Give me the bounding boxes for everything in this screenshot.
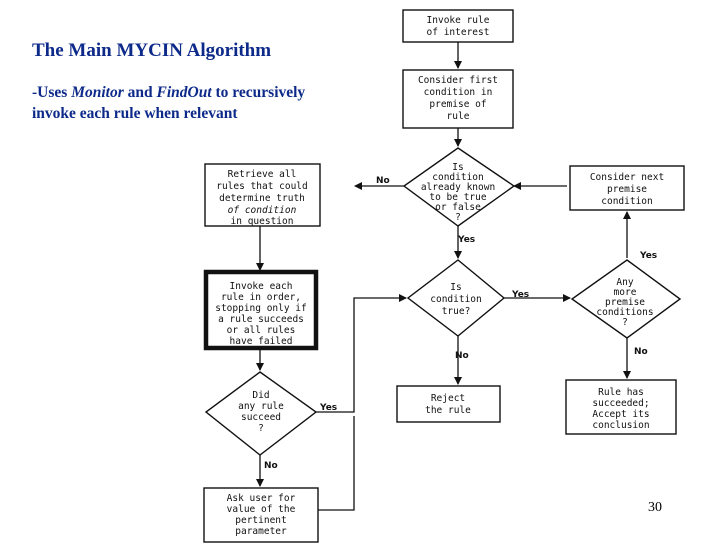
subtitle-monitor: Monitor <box>71 84 124 101</box>
node-ask-user-for-value: Ask user for value of the pertinent para… <box>203 487 319 543</box>
node-invoke-each-rule: Invoke each rule in order, stopping only… <box>203 269 319 351</box>
consider-first-line-4: rule <box>447 111 470 122</box>
invoke-rule-line-1: Invoke rule <box>427 15 490 26</box>
succeeded-line-1: Rule has <box>598 387 644 398</box>
label-yes-more: Yes <box>639 251 657 261</box>
invoke-each-line-3: stopping only if <box>215 303 307 314</box>
label-no-known: No <box>376 176 390 186</box>
label-yes-true: Yes <box>511 290 529 300</box>
label-yes-did: Yes <box>319 403 337 413</box>
decision-any-more-conditions: Any more premise conditions ? <box>570 259 682 339</box>
subtitle-rest: to recursively invoke each rule when rel… <box>32 84 306 122</box>
retrieve-line-2: rules that could <box>216 181 308 192</box>
ask-user-line-2: value of the <box>227 504 296 515</box>
page-number: 30 <box>648 500 662 515</box>
retrieve-line-5: in question <box>231 216 294 227</box>
node-invoke-rule-of-interest: Invoke rule of interest <box>402 9 514 43</box>
connectors <box>256 42 631 511</box>
already-known-line-3: already known <box>421 182 495 193</box>
did-succeed-line-3: succeed <box>241 412 281 423</box>
consider-next-line-1: Consider next <box>590 172 664 183</box>
already-known-line-5: or false <box>435 202 481 213</box>
succeeded-line-2: succeeded; <box>592 398 649 409</box>
any-more-line-2: more <box>614 287 637 298</box>
subtitle-findout: FindOut <box>156 84 212 101</box>
succeeded-line-3: Accept its <box>592 409 649 420</box>
reject-line-2: the rule <box>425 405 471 416</box>
label-no-true: No <box>455 351 469 361</box>
ask-user-line-3: pertinent <box>235 515 286 526</box>
node-retrieve-all-rules: Retrieve all rules that could determine … <box>204 163 321 227</box>
consider-next-line-3: condition <box>601 196 652 207</box>
did-succeed-line-2: any rule <box>238 401 284 412</box>
invoke-each-line-2: rule in order, <box>221 292 301 303</box>
retrieve-line-1: Retrieve all <box>228 169 297 180</box>
ask-user-line-4: parameter <box>235 526 287 537</box>
node-reject-the-rule: Reject the rule <box>396 385 501 423</box>
node-consider-next-condition: Consider next premise condition <box>569 165 685 211</box>
slide-title: The Main MYCIN Algorithm <box>32 40 272 61</box>
did-succeed-line-4: ? <box>258 423 264 434</box>
already-known-line-1: Is <box>452 162 463 173</box>
label-yes-known: Yes <box>457 235 475 245</box>
consider-first-line-2: condition in <box>424 87 493 98</box>
node-rule-has-succeeded: Rule has succeeded; Accept its conclusio… <box>565 379 677 435</box>
subtitle-dash: - <box>32 84 38 101</box>
subtitle-and: and <box>123 84 157 101</box>
any-more-line-1: Any <box>616 277 633 288</box>
label-no-did: No <box>264 461 278 471</box>
edge-labels: No Yes Yes No Yes No Yes No <box>264 176 657 471</box>
condition-true-line-3: true? <box>442 306 471 317</box>
invoke-each-line-6: have failed <box>230 336 293 347</box>
any-more-line-5: ? <box>622 317 628 328</box>
reject-line-1: Reject <box>431 393 465 404</box>
node-consider-first-condition: Consider first condition in premise of r… <box>402 69 514 129</box>
already-known-line-6: ? <box>455 212 461 223</box>
invoke-each-line-5: or all rules <box>227 325 296 336</box>
succeeded-line-4: conclusion <box>592 420 649 431</box>
consider-first-line-3: premise of <box>429 99 486 110</box>
label-no-more: No <box>634 347 648 357</box>
retrieve-line-4: of condition <box>228 205 297 216</box>
already-known-line-2: condition <box>432 172 483 183</box>
slide-subtitle: -Uses Monitor and FindOut to recursively… <box>32 82 352 124</box>
invoke-each-line-4: a rule succeeds <box>218 314 304 325</box>
invoke-each-line-1: Invoke each <box>230 281 293 292</box>
decision-already-known: Is condition already known to be true or… <box>402 147 516 227</box>
decision-condition-true: Is condition true? <box>406 259 506 337</box>
condition-true-line-2: condition <box>430 294 481 305</box>
decision-did-any-rule-succeed: Did any rule succeed ? <box>204 371 318 456</box>
did-succeed-line-1: Did <box>252 390 269 401</box>
invoke-rule-line-2: of interest <box>427 27 490 38</box>
consider-first-line-1: Consider first <box>418 75 498 86</box>
retrieve-line-3: determine truth <box>219 193 305 204</box>
condition-true-line-1: Is <box>450 282 461 293</box>
consider-next-line-2: premise <box>607 184 647 195</box>
ask-user-line-1: Ask user for <box>227 493 296 504</box>
any-more-line-4: conditions <box>596 307 653 318</box>
already-known-line-4: to be true <box>429 192 486 203</box>
any-more-line-3: premise <box>605 297 645 308</box>
subtitle-uses: Uses <box>37 84 72 101</box>
